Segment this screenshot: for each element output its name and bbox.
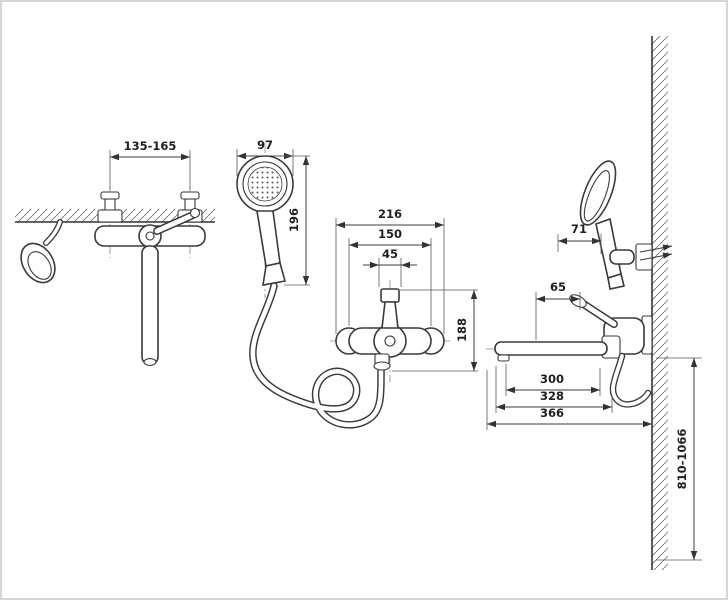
dim-mixer-width-centers: 150: [348, 227, 432, 326]
dim-mixer-height: 188: [392, 289, 478, 372]
dim-label-spout-reach-total: 328: [540, 389, 564, 403]
lever-handle-front: [153, 207, 201, 235]
handshower-view: [236, 142, 385, 429]
dimensions: 135-165 97 196 216 150: [109, 138, 702, 561]
mixer-front-view: [330, 280, 450, 382]
dim-handshower-length: 196: [272, 155, 310, 286]
dim-label-mixer-width-outer: 216: [378, 207, 402, 221]
dim-label-holder-offset: 71: [571, 222, 587, 236]
dim-overall-reach: 366: [486, 370, 652, 430]
dim-label-mixer-width-centers: 150: [378, 227, 402, 241]
hose-connector: [373, 353, 391, 371]
dim-label-mixer-width-cartridge: 45: [382, 247, 398, 261]
dim-label-install-height: 810-1066: [675, 429, 689, 490]
diverter-knob: [380, 288, 400, 329]
dim-label-handle-offset: 65: [550, 280, 566, 294]
dim-mixer-width-cartridge: 45: [363, 247, 417, 287]
mixer-body-front: [94, 224, 206, 248]
dim-handle-offset: 65: [535, 280, 581, 340]
dim-label-spout-reach: 300: [540, 372, 564, 386]
shower-hose: [249, 282, 385, 429]
dim-label-handshower-diameter: 97: [257, 138, 273, 152]
dim-spout-reach-total: 328: [495, 366, 613, 413]
long-spout-side: [494, 335, 621, 362]
handshower-in-view: [20, 219, 63, 284]
mounting-bolt-left: [97, 191, 123, 223]
holder-mounting-pins: [639, 244, 673, 261]
front-view: [20, 186, 206, 366]
dim-label-overall-reach: 366: [540, 406, 564, 420]
wall-section: [651, 36, 668, 570]
dim-mount-width: 135-165: [109, 139, 191, 190]
hose-side: [609, 352, 652, 408]
dim-holder-offset: 71: [557, 222, 602, 254]
side-view: [486, 160, 673, 408]
dim-install-height: 810-1066: [656, 357, 702, 561]
dim-spout-reach: 300: [505, 364, 601, 396]
mixer-body: [348, 324, 432, 358]
dim-label-mount-width: 135-165: [124, 139, 177, 153]
dim-label-handshower-length: 196: [287, 208, 301, 232]
dim-mixer-width-outer: 216: [335, 207, 445, 334]
shower-head: [236, 155, 294, 213]
dim-label-mixer-height: 188: [455, 318, 469, 342]
spout-down: [141, 245, 159, 366]
lever-handle-side: [569, 294, 618, 328]
shower-handle: [256, 210, 287, 286]
